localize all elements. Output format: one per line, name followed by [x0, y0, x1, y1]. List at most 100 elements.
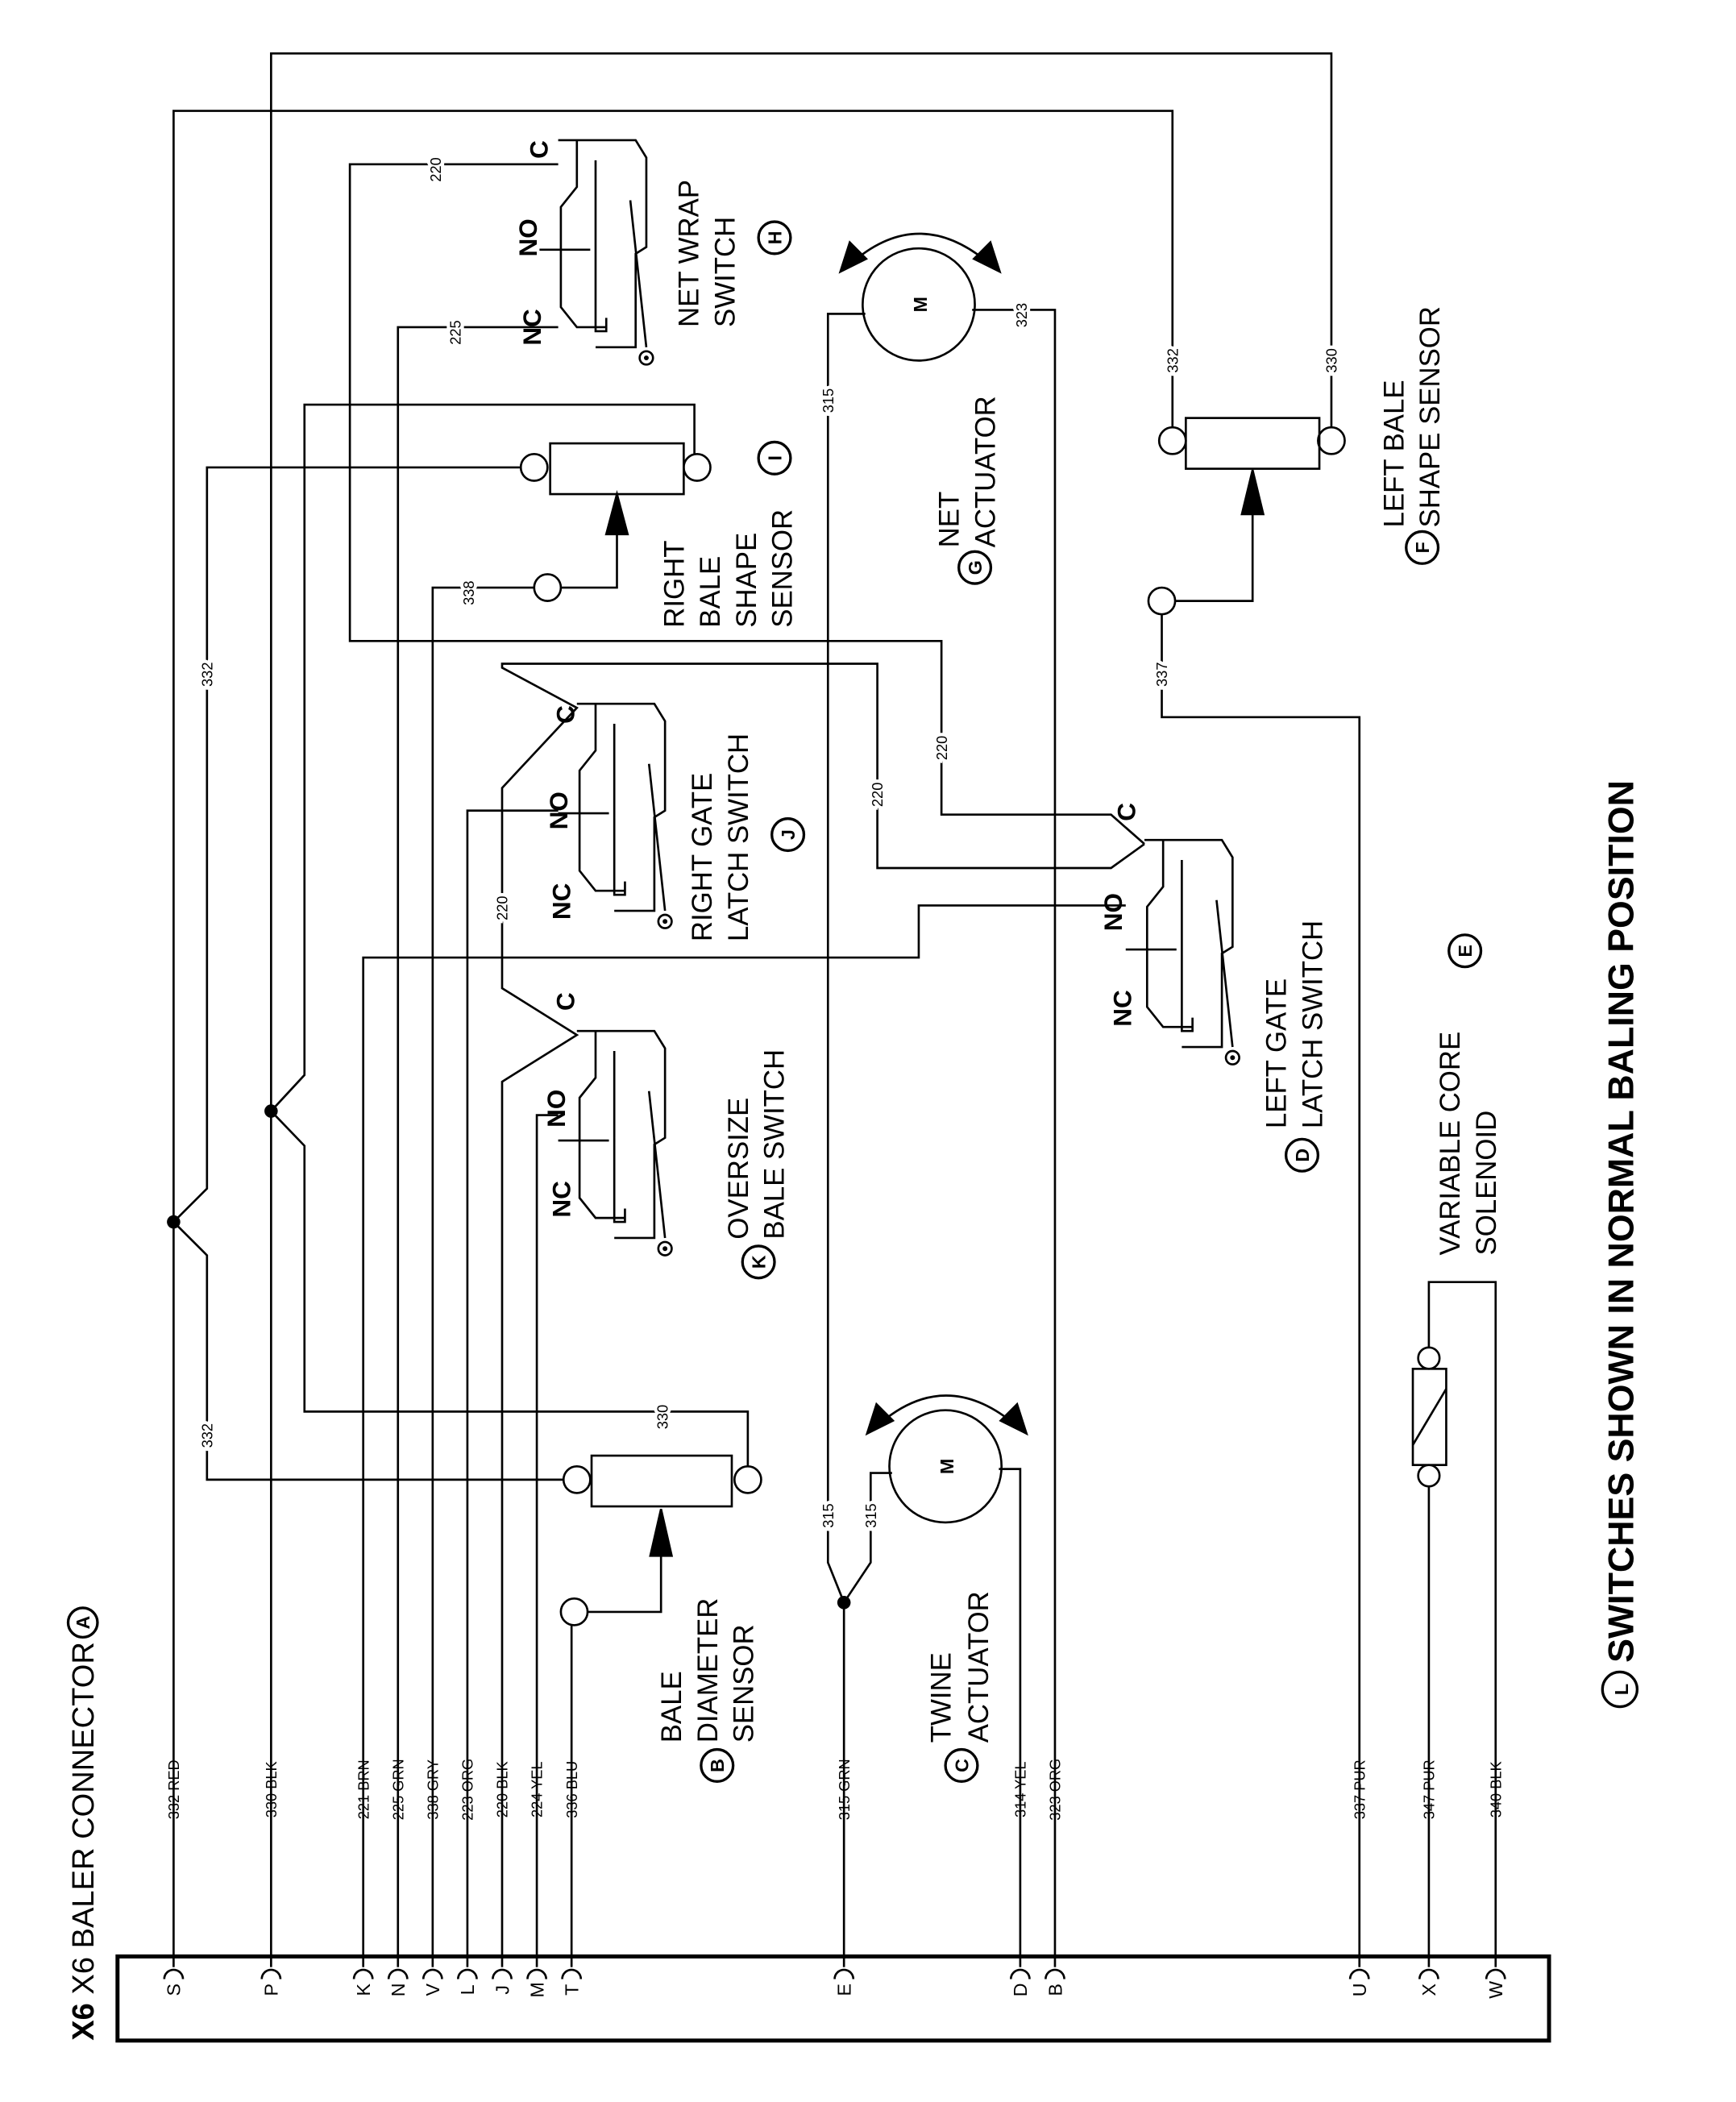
splice-332: [167, 1215, 181, 1229]
wire-332-red: [172, 110, 1174, 1967]
oversize-bale-switch: [557, 1029, 673, 1257]
pin-letter: P: [261, 1984, 282, 1996]
component-name-line: OVERSIZE: [724, 1098, 754, 1240]
wire-323-org: [972, 309, 1057, 1967]
svg-text:M: M: [910, 297, 931, 312]
component-letter: C: [951, 1759, 972, 1772]
svg-text:NO: NO: [514, 218, 542, 256]
component-name-line: TWINE: [927, 1652, 957, 1743]
splice-330: [264, 1104, 278, 1118]
pin-letter: B: [1045, 1984, 1065, 1996]
svg-text:C: C: [1112, 803, 1140, 821]
wire-336-blu: [570, 1556, 662, 1967]
note-text: SWITCHES SHOWN IN NORMAL BALING POSITION: [1601, 780, 1641, 1663]
svg-text:NO: NO: [542, 1090, 571, 1128]
component-letter: H: [764, 231, 785, 245]
pin-letter: K: [353, 1984, 374, 1996]
wire-330-blk: [270, 52, 1333, 1967]
component-name-line: DIAMETER: [693, 1598, 724, 1743]
svg-text:C: C: [551, 992, 579, 1011]
pin-letter: V: [422, 1984, 443, 1996]
pin-letter: M: [526, 1982, 547, 1997]
wire-label: 332: [199, 1423, 215, 1448]
wire-label: 220: [428, 157, 444, 181]
wire-224-yel: [535, 1114, 559, 1967]
component-name-line: ACTUATOR: [964, 1591, 995, 1743]
component-letter: D: [1292, 1149, 1313, 1162]
wire-label: 330: [654, 1405, 671, 1429]
wire-223-org: [466, 809, 559, 1967]
right-bale-shape-sensor: [519, 442, 712, 602]
bale-diameter-sensor: [559, 1454, 762, 1626]
svg-text:C: C: [551, 705, 579, 724]
note-letter: L: [1611, 1684, 1632, 1695]
note: L SWITCHES SHOWN IN NORMAL BALING POSITI…: [1601, 780, 1641, 1709]
component-letter: K: [748, 1255, 769, 1269]
connector-title-text: X6 BALER CONNECTOR: [67, 1642, 101, 1994]
splice-315: [837, 1596, 851, 1610]
left-gate-latch-switch: [1124, 838, 1240, 1066]
pin-letter: X: [1418, 1984, 1439, 1996]
pin-letter: D: [1010, 1983, 1031, 1996]
net-actuator-motor: M: [838, 232, 1002, 362]
component-name-line: BALE: [696, 556, 726, 628]
wire-label: 315: [863, 1503, 879, 1527]
connector-housing: [115, 1954, 1551, 2043]
svg-text:NO: NO: [1099, 893, 1128, 931]
wire-label: 330: [1324, 348, 1340, 372]
svg-text:NC: NC: [548, 1181, 576, 1217]
component-name-line: RIGHT GATE: [687, 773, 718, 941]
svg-text:NO: NO: [545, 791, 573, 829]
wire-label: 220: [870, 783, 886, 807]
wire-315-grn: [826, 313, 892, 1967]
wire-314-yel: [999, 1468, 1022, 1967]
wire-220-netwrap: [348, 163, 1145, 845]
component-name-line: SWITCH: [710, 217, 741, 327]
svg-text:M: M: [937, 1459, 957, 1474]
wire-label: 315: [820, 388, 837, 413]
wire-labels: 332 332 332 330 330 220 225 338 220 220 …: [196, 154, 1343, 1531]
component-name-line: RIGHT: [659, 541, 690, 628]
connector-letter: A: [73, 1616, 93, 1630]
component-name-line: NET: [935, 492, 966, 548]
twine-actuator-motor: M: [865, 1394, 1028, 1524]
component-name-line: LATCH SWITCH: [724, 733, 754, 941]
component-name-line: SENSOR: [729, 1624, 760, 1743]
wire-220-blk: [500, 663, 1145, 1967]
wire-label: 220: [934, 736, 950, 760]
wires: [167, 52, 1497, 1967]
component-name-line: SENSOR: [768, 509, 799, 628]
svg-text:NC: NC: [548, 883, 576, 920]
net-wrap-switch: [538, 139, 654, 366]
component-name-line: LEFT BALE: [1379, 380, 1410, 527]
component-letter: I: [764, 455, 785, 460]
left-bale-shape-sensor: [1147, 417, 1346, 616]
pin-letter: U: [1349, 1983, 1370, 1996]
component-name-line: BALE: [657, 1671, 687, 1743]
pin-letter: W: [1485, 1981, 1506, 1999]
svg-text:X6 X6 BALER CONNECTOR: X6 X6 BALER CONNECTOR: [67, 1642, 101, 2041]
component-letter: J: [778, 829, 799, 840]
pin-letter: J: [492, 1985, 513, 1995]
component-name-line: LEFT GATE: [1262, 978, 1293, 1128]
pin-letter: N: [388, 1983, 409, 1996]
wire-label: 337: [1154, 663, 1170, 687]
pin-letter: T: [561, 1984, 582, 1996]
variable-core-solenoid: [1411, 1346, 1447, 1488]
svg-text:C: C: [525, 140, 553, 159]
component-letter: F: [1412, 542, 1433, 553]
wire-221-brn: [362, 904, 1126, 1967]
component-name-line: VARIABLE CORE: [1435, 1032, 1466, 1256]
component-name-line: NET WRAP: [675, 180, 705, 327]
